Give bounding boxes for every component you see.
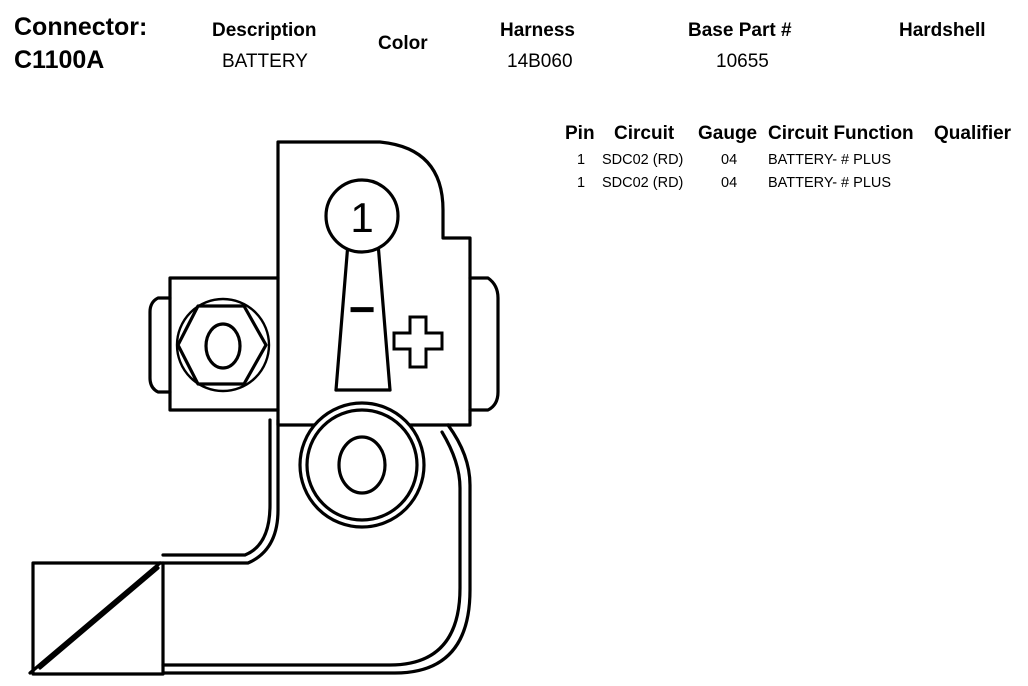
qualifier-column-header: Qualifier <box>934 123 1012 144</box>
table-row-1-circuit: SDC02 (RD) <box>602 152 684 168</box>
description-header: Description <box>212 20 317 41</box>
lug-body <box>161 418 472 675</box>
circuit-function-column-header: Circuit Function <box>768 123 914 144</box>
circuit-column-header: Circuit <box>614 123 675 144</box>
hex-nut <box>175 297 271 393</box>
table-row-1-pin: 1 <box>577 152 586 168</box>
table-row-1-function: BATTERY- # PLUS <box>768 152 892 168</box>
table-row-2-gauge: 04 <box>721 175 738 191</box>
table-row-2-function: BATTERY- # PLUS <box>768 175 892 191</box>
color-header: Color <box>378 33 428 54</box>
minus-symbol: − <box>349 283 376 335</box>
gauge-column-header: Gauge <box>698 123 758 144</box>
connector-label: Connector: <box>14 13 148 41</box>
table-row-2-circuit: SDC02 (RD) <box>602 175 684 191</box>
hardshell-header: Hardshell <box>899 20 986 41</box>
connector-id: C1100A <box>14 46 105 74</box>
wire-block <box>28 561 165 676</box>
terminal-post <box>298 401 426 529</box>
harness-header: Harness <box>500 20 575 41</box>
pin-tab <box>324 178 400 392</box>
table-row-1-gauge: 04 <box>721 152 738 168</box>
base-part-header: Base Part # <box>688 20 792 41</box>
pin-number-label: 1 <box>350 194 373 241</box>
plus-symbol-icon <box>392 315 444 369</box>
harness-value: 14B060 <box>507 51 573 72</box>
base-part-value: 10655 <box>716 51 769 72</box>
pin-column-header: Pin <box>565 123 595 144</box>
clamp-body <box>148 140 500 427</box>
table-row-2-pin: 1 <box>577 175 586 191</box>
description-value: BATTERY <box>222 51 308 72</box>
